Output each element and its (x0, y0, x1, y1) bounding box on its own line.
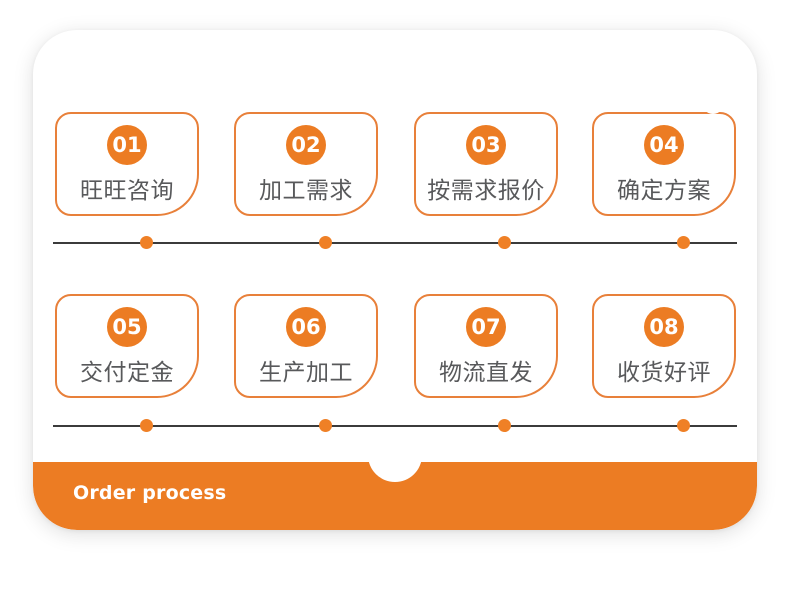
connector-dot (319, 236, 332, 249)
step-number-badge: 01 (107, 125, 147, 165)
connector-dot (677, 236, 690, 249)
step-label: 交付定金 (80, 360, 174, 386)
step-label: 确定方案 (617, 178, 711, 204)
connector-dot (498, 236, 511, 249)
footer-notch-cutout (368, 442, 422, 482)
step-card-06[interactable]: 06 生产加工 (234, 294, 378, 398)
step-card-04[interactable]: 04 确定方案 (592, 112, 736, 216)
step-card-02[interactable]: 02 加工需求 (234, 112, 378, 216)
circle-outline-icon[interactable] (702, 92, 724, 114)
step-number-badge: 04 (644, 125, 684, 165)
connector-dot (140, 236, 153, 249)
step-card-01[interactable]: 01 旺旺咨询 (55, 112, 199, 216)
step-label: 生产加工 (259, 360, 353, 386)
step-row-bottom: 05 交付定金 06 生产加工 07 物流直发 08 收货好评 (33, 294, 757, 404)
footer-bar: Order process (33, 442, 757, 530)
connector-dot (319, 419, 332, 432)
step-card-07[interactable]: 07 物流直发 (414, 294, 558, 398)
step-card-03[interactable]: 03 按需求报价 (414, 112, 558, 216)
step-label: 物流直发 (439, 360, 533, 386)
connector-dot (140, 419, 153, 432)
order-process-panel: 01 旺旺咨询 02 加工需求 03 按需求报价 04 确定方案 (33, 30, 757, 530)
step-row-top: 01 旺旺咨询 02 加工需求 03 按需求报价 04 确定方案 (33, 112, 757, 222)
connector-dot (677, 419, 690, 432)
step-label: 按需求报价 (427, 178, 545, 204)
step-card-08[interactable]: 08 收货好评 (592, 294, 736, 398)
connector-rule (53, 242, 737, 244)
step-label: 旺旺咨询 (80, 178, 174, 204)
step-number-badge: 02 (286, 125, 326, 165)
connector-rule (53, 425, 737, 427)
connector-line-bottom (53, 419, 737, 433)
footer-title: Order process (73, 482, 227, 504)
step-number-badge: 05 (107, 307, 147, 347)
step-number-badge: 03 (466, 125, 506, 165)
step-label: 加工需求 (259, 178, 353, 204)
step-label: 收货好评 (617, 360, 711, 386)
step-number-badge: 08 (644, 307, 684, 347)
connector-line-top (53, 236, 737, 250)
connector-dot (498, 419, 511, 432)
step-number-badge: 06 (286, 307, 326, 347)
step-number-badge: 07 (466, 307, 506, 347)
step-card-05[interactable]: 05 交付定金 (55, 294, 199, 398)
